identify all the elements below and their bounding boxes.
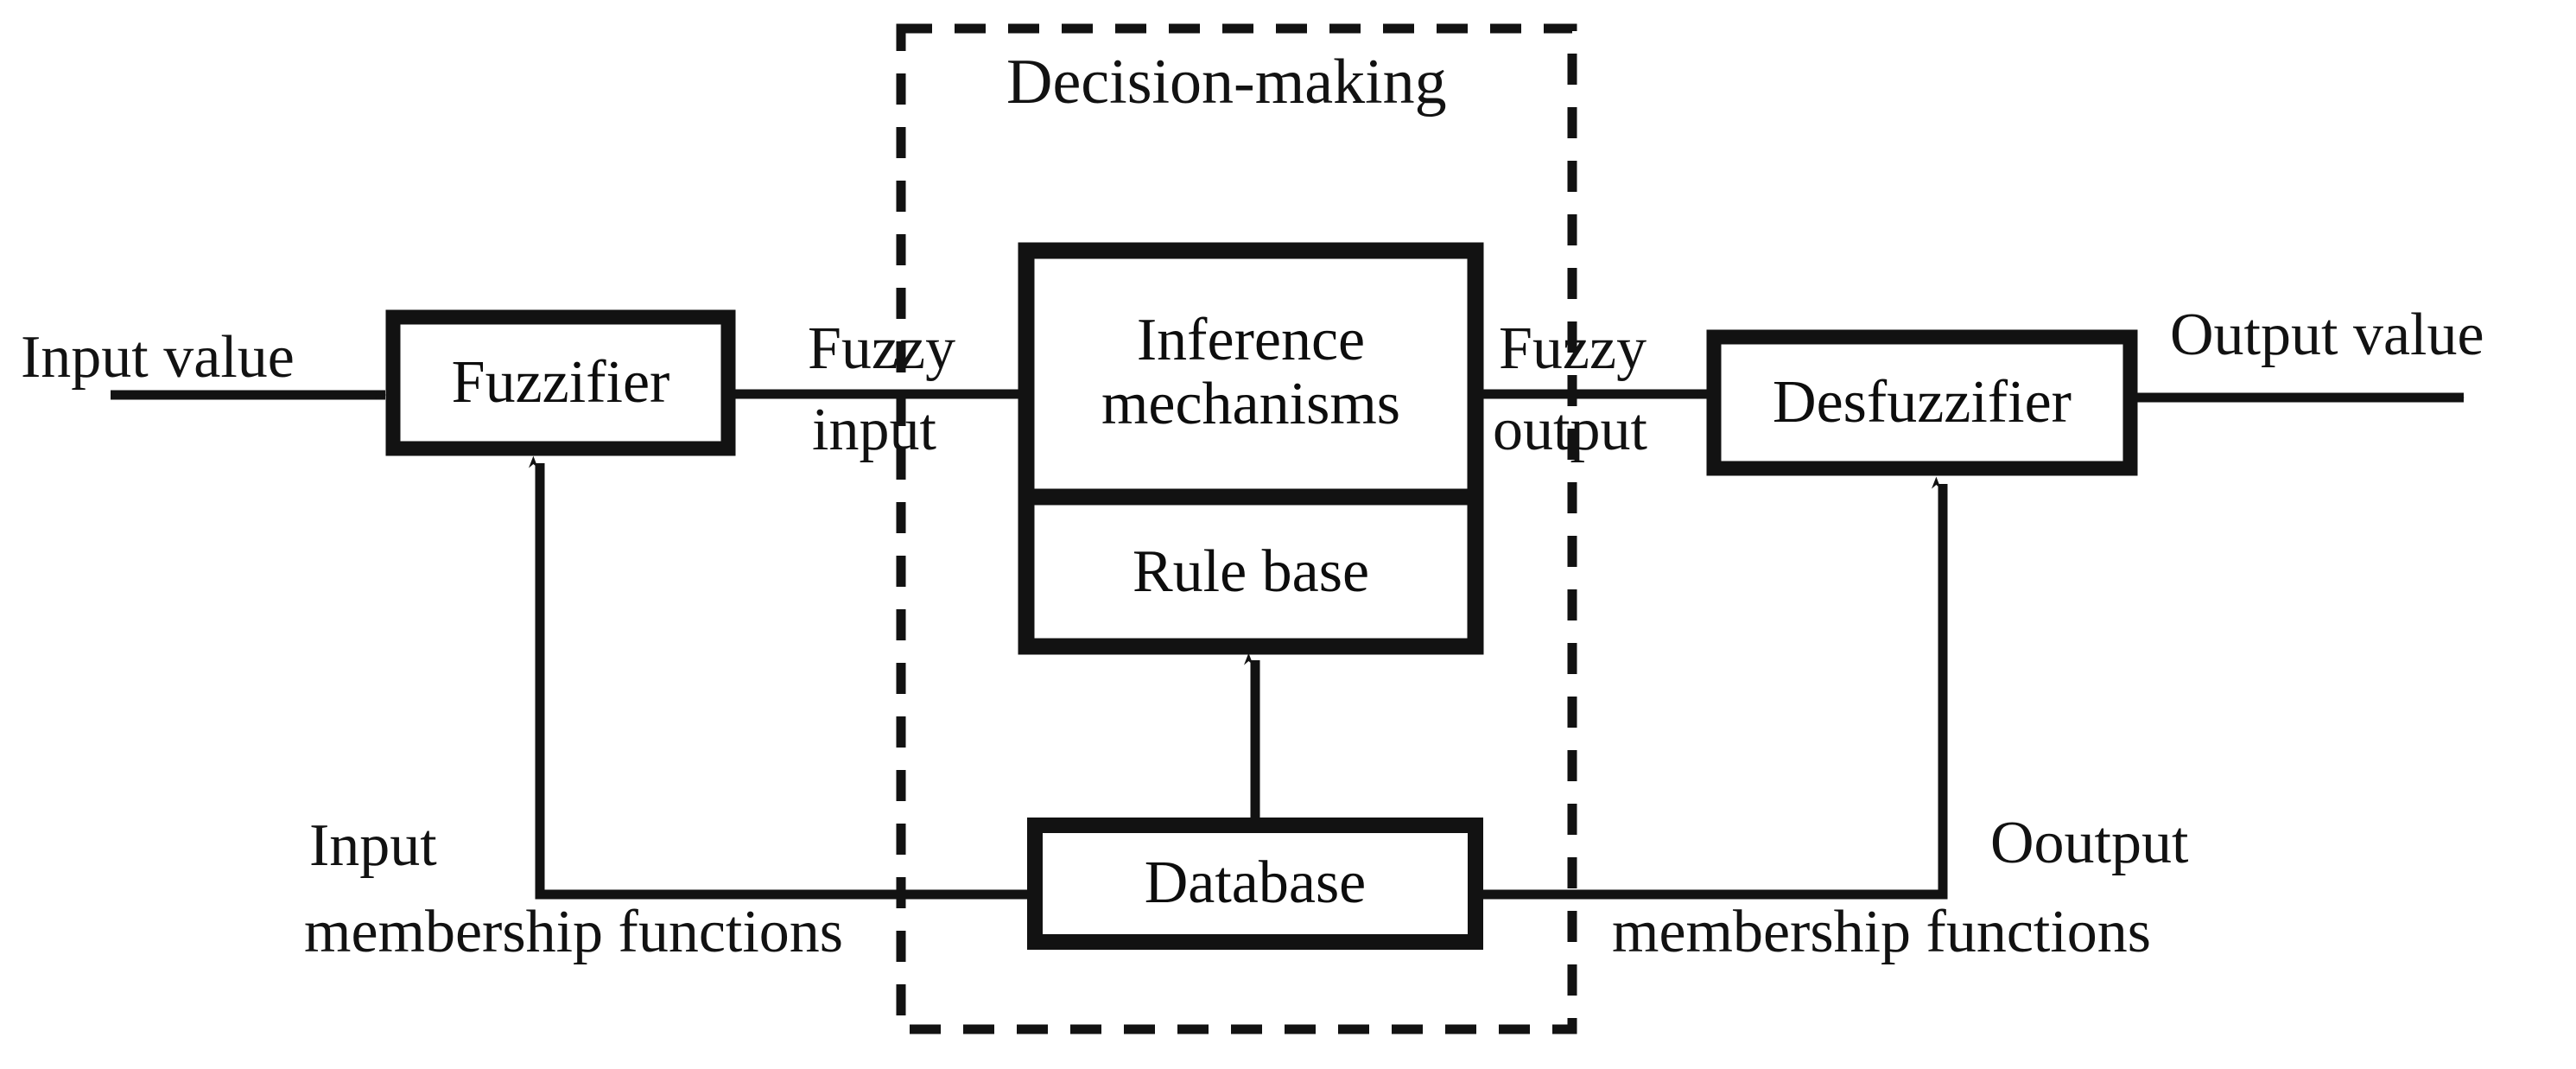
fuzzifier-block-border — [385, 309, 736, 456]
desfuzzifier-block-border — [1706, 329, 2138, 476]
inference-block[interactable] — [1026, 252, 1475, 493]
input-membership-feedback-path — [529, 455, 1035, 900]
inference-rulebase-block-border — [1018, 242, 1484, 655]
rule-base-block[interactable] — [1026, 500, 1475, 645]
input-membership-label-line1: Input — [309, 812, 437, 879]
fuzzy-input-label-bottom: input — [812, 397, 936, 463]
fuzzy-output-label-top: Fuzzy — [1499, 315, 1647, 382]
output-value-label: Output value — [2170, 302, 2484, 368]
desfuzzifier-block[interactable] — [1714, 337, 2130, 468]
database-block[interactable] — [1035, 825, 1475, 942]
output-membership-label-line1: Ooutput — [1990, 810, 2189, 876]
input-value-label: Input value — [21, 324, 295, 391]
output-membership-feedback-path — [1475, 476, 1948, 900]
decision-making-group-border — [896, 23, 1577, 1034]
fuzzifier-block[interactable] — [393, 317, 728, 449]
output-membership-label-line2: membership functions — [1612, 899, 2152, 965]
fuzzy-input-label-top: Fuzzy — [808, 315, 956, 382]
database-block-border — [1027, 818, 1483, 950]
fuzzy-output-label-bottom: output — [1493, 397, 1647, 463]
decision-making-group-title: Decision-making — [1006, 47, 1447, 118]
input-membership-label-line2: membership functions — [304, 899, 844, 965]
